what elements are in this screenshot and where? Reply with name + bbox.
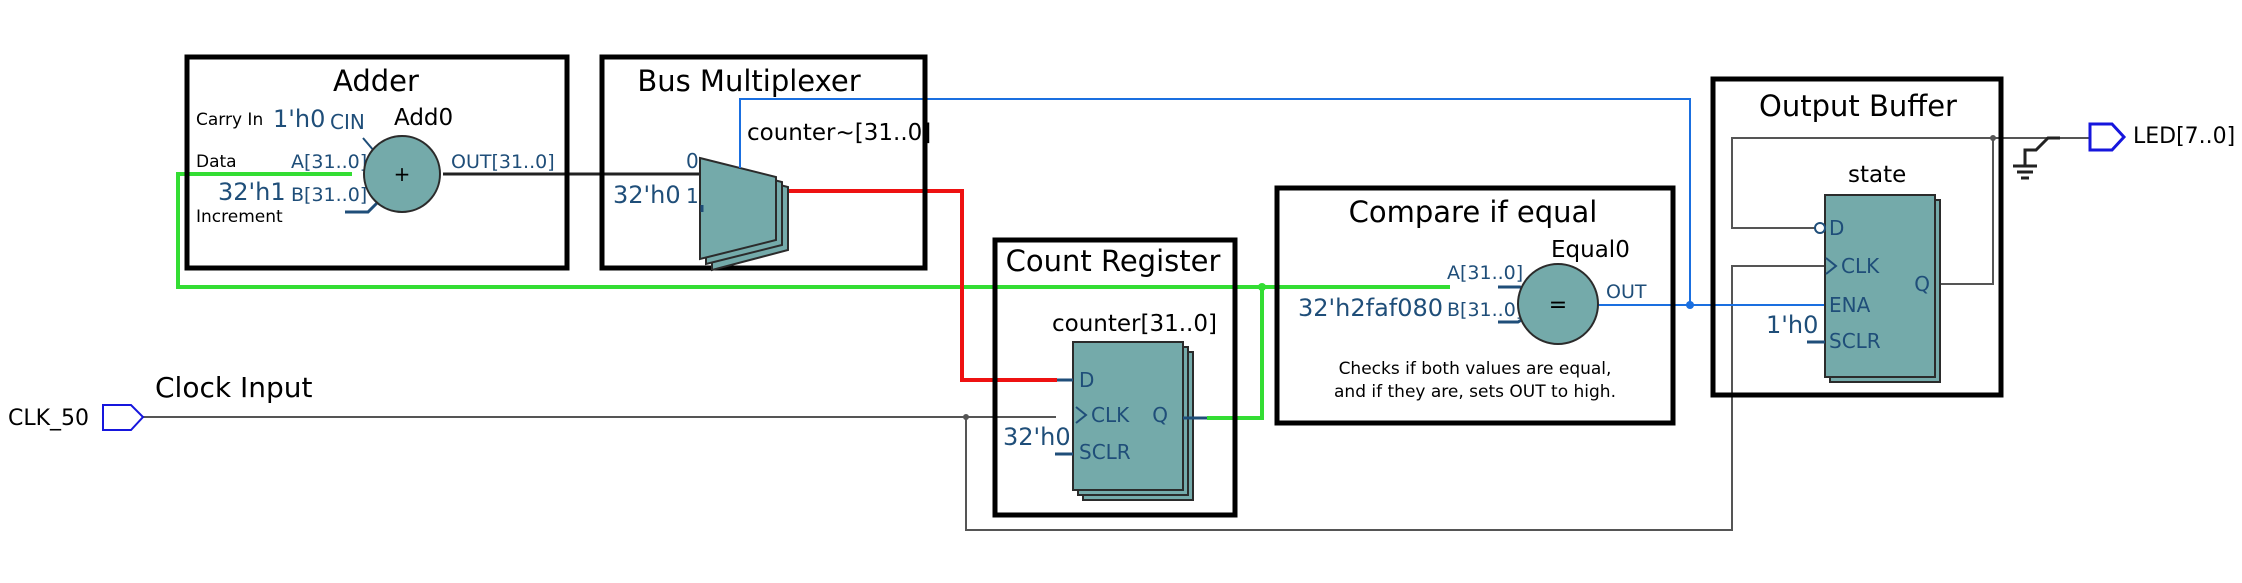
- adder-block[interactable]: [184, 54, 570, 271]
- adder-name: Add0: [394, 105, 453, 131]
- comparator-title: Compare if equal: [1349, 195, 1598, 229]
- adder-b-stub: [345, 198, 382, 214]
- pins: CLK_50 LED[7..0]: [8, 122, 2235, 431]
- clk-input-pin-icon[interactable]: [102, 404, 145, 431]
- mux-in0-label: 0: [686, 149, 699, 173]
- state-port-ena: ENA: [1829, 293, 1871, 317]
- comparator-port-out: OUT: [1606, 281, 1647, 303]
- register-port-d: D: [1079, 368, 1094, 392]
- state-body[interactable]: [1824, 194, 1936, 378]
- wire-mux-register: [782, 189, 1057, 382]
- adder-port-b: B[31..0]: [291, 184, 367, 206]
- output-buffer-title: Output Buffer: [1759, 89, 1957, 123]
- adder-cin-port: CIN: [330, 110, 365, 134]
- wire-clock-net: [143, 265, 1825, 531]
- led-output-pin-icon[interactable]: [2088, 122, 2127, 152]
- state-port-d: D: [1829, 216, 1844, 240]
- state-d-inversion-icon: [1814, 222, 1826, 234]
- state-port-sclr: SCLR: [1829, 329, 1881, 353]
- register-body[interactable]: [1072, 341, 1184, 491]
- adder-carry-in-label: Carry In: [196, 110, 263, 130]
- comparator-note-line2: and if they are, sets OUT to high.: [1334, 382, 1616, 402]
- output-buffer-group: Output Buffer state D CLK ENA SCLR Q 1'h…: [1759, 89, 1957, 383]
- wire-junction-compare: [1686, 301, 1694, 309]
- mux-const: 32'h0: [613, 181, 681, 209]
- register-sclr-const: 32'h0: [1003, 423, 1071, 451]
- adder-inc-const: 32'h1: [218, 178, 286, 206]
- register-clk-triangle-icon: [1075, 406, 1088, 424]
- comparator-const: 32'h2faf080: [1298, 294, 1443, 322]
- wire-junction-counter: [1258, 283, 1266, 291]
- adder-plus-symbol: +: [394, 162, 411, 186]
- comparator-group: Compare if equal Equal0 A[31..0] B[31..0…: [1298, 195, 1647, 402]
- state-port-q: Q: [1914, 272, 1930, 296]
- adder-increment-label: Increment: [196, 207, 283, 227]
- comparator-port-b: B[31..0]: [1447, 299, 1523, 321]
- register-port-clk: CLK: [1091, 403, 1130, 427]
- state-clk-triangle-icon: [1825, 257, 1838, 275]
- state-port-clk: CLK: [1841, 254, 1880, 278]
- clock-input-label: Clock Input: [155, 371, 312, 404]
- adder-port-out: OUT[31..0]: [451, 151, 555, 173]
- comparator-block[interactable]: [1274, 185, 1676, 426]
- mux-in1-label: 1: [686, 184, 699, 208]
- adder-title: Adder: [333, 64, 419, 98]
- comparator-port-a: A[31..0]: [1447, 262, 1523, 284]
- mux-block[interactable]: [599, 54, 928, 271]
- wire-junction-clock: [963, 414, 969, 420]
- output-buffer-block[interactable]: [1710, 76, 2004, 398]
- adder-carry-const: 1'h0: [273, 105, 325, 133]
- register-port-q: Q: [1152, 403, 1168, 427]
- adder-group: Adder Carry In Data Increment 1'h0 CIN A…: [196, 64, 555, 227]
- comparator-equal-symbol: =: [1549, 293, 1567, 318]
- adder-circle[interactable]: [363, 135, 441, 213]
- adder-data-label: Data: [196, 152, 237, 172]
- clk-pin-label: CLK_50: [8, 406, 89, 431]
- mux-group: Bus Multiplexer counter~[31..0] 0 1 32'h…: [613, 64, 931, 272]
- register-port-sclr: SCLR: [1079, 440, 1131, 464]
- mux-name: counter~[31..0]: [747, 120, 931, 146]
- comparator-name: Equal0: [1551, 237, 1630, 263]
- ground-icon: [2013, 136, 2060, 180]
- comparator-circle[interactable]: [1517, 263, 1599, 345]
- state-name: state: [1848, 162, 1906, 188]
- mux-shape[interactable]: [699, 156, 777, 261]
- wire-state-feedback: [1731, 137, 1994, 285]
- mux-title: Bus Multiplexer: [637, 64, 860, 98]
- adder-port-a: A[31..0]: [291, 151, 367, 173]
- led-pin-label: LED[7..0]: [2133, 124, 2235, 149]
- register-title: Count Register: [1006, 244, 1221, 278]
- state-sclr-const: 1'h0: [1766, 311, 1818, 339]
- comparator-note-line1: Checks if both values are equal,: [1339, 359, 1612, 379]
- wire-junction-state: [1990, 135, 1996, 141]
- block-frames: [184, 54, 2004, 518]
- register-name: counter[31..0]: [1052, 311, 1217, 337]
- register-block[interactable]: [992, 237, 1238, 518]
- register-group: Count Register counter[31..0] D CLK SCLR…: [1003, 244, 1221, 501]
